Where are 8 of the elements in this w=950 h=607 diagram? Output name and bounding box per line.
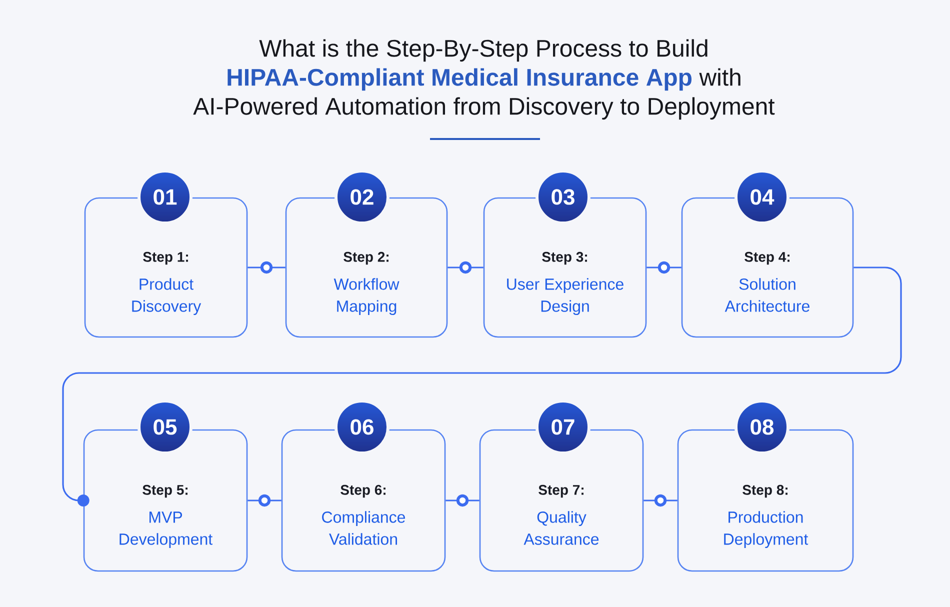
title: What is the Step-By-Step Process to Build HIPAA-Compliant Medical Insurance App with AI-Powered Automation from Discovery to Deployment	[193, 39, 775, 120]
connector	[248, 266, 286, 268]
connector	[248, 500, 282, 502]
connector	[446, 500, 480, 502]
connector	[62, 266, 902, 506]
connector	[644, 500, 678, 502]
connector	[448, 266, 484, 268]
connector	[646, 266, 682, 268]
